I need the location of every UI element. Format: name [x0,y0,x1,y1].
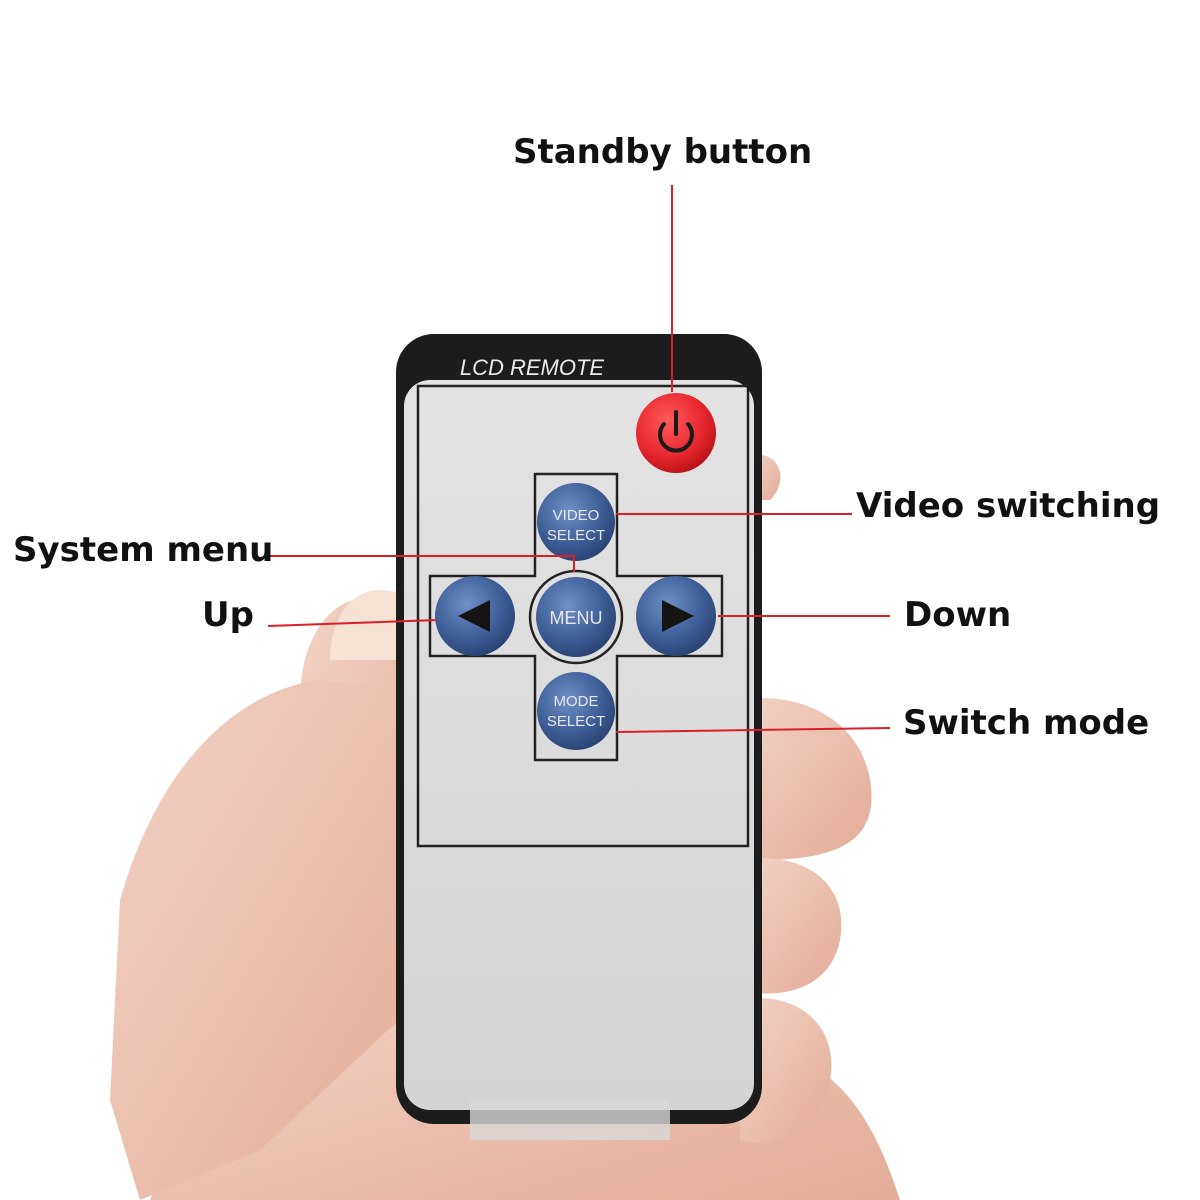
leader-line-up [267,619,438,627]
power-button[interactable] [636,393,716,473]
right-arrow-icon [662,600,694,632]
callout-video-switching: Video switching [856,486,1161,526]
right-button[interactable] [636,576,716,656]
left-button[interactable] [435,576,515,656]
menu-label: MENU [550,608,603,628]
leader-lines [267,185,891,733]
callout-switch-mode: Switch mode [903,703,1150,743]
leader-line-switch-mode [615,727,891,733]
leader-line-system-menu [268,555,575,572]
callout-up: Up [202,595,254,635]
video-select-label-line2: SELECT [547,527,605,544]
menu-button[interactable]: MENU [528,569,624,665]
left-arrow-icon [458,600,490,632]
mode-select-label-line2: SELECT [547,713,605,730]
brand-label: LCD REMOTE [460,355,605,380]
mode-select-button[interactable]: MODE SELECT [537,672,615,750]
power-icon [658,410,694,453]
dpad-frame [428,472,724,762]
video-select-button[interactable]: VIDEO SELECT [537,483,615,561]
callout-system-menu: System menu [13,530,274,570]
mode-select-label-line1: MODE [554,693,599,710]
video-select-label-line1: VIDEO [553,507,600,524]
callout-standby-button: Standby button [513,132,813,172]
callout-down: Down [904,595,1012,635]
